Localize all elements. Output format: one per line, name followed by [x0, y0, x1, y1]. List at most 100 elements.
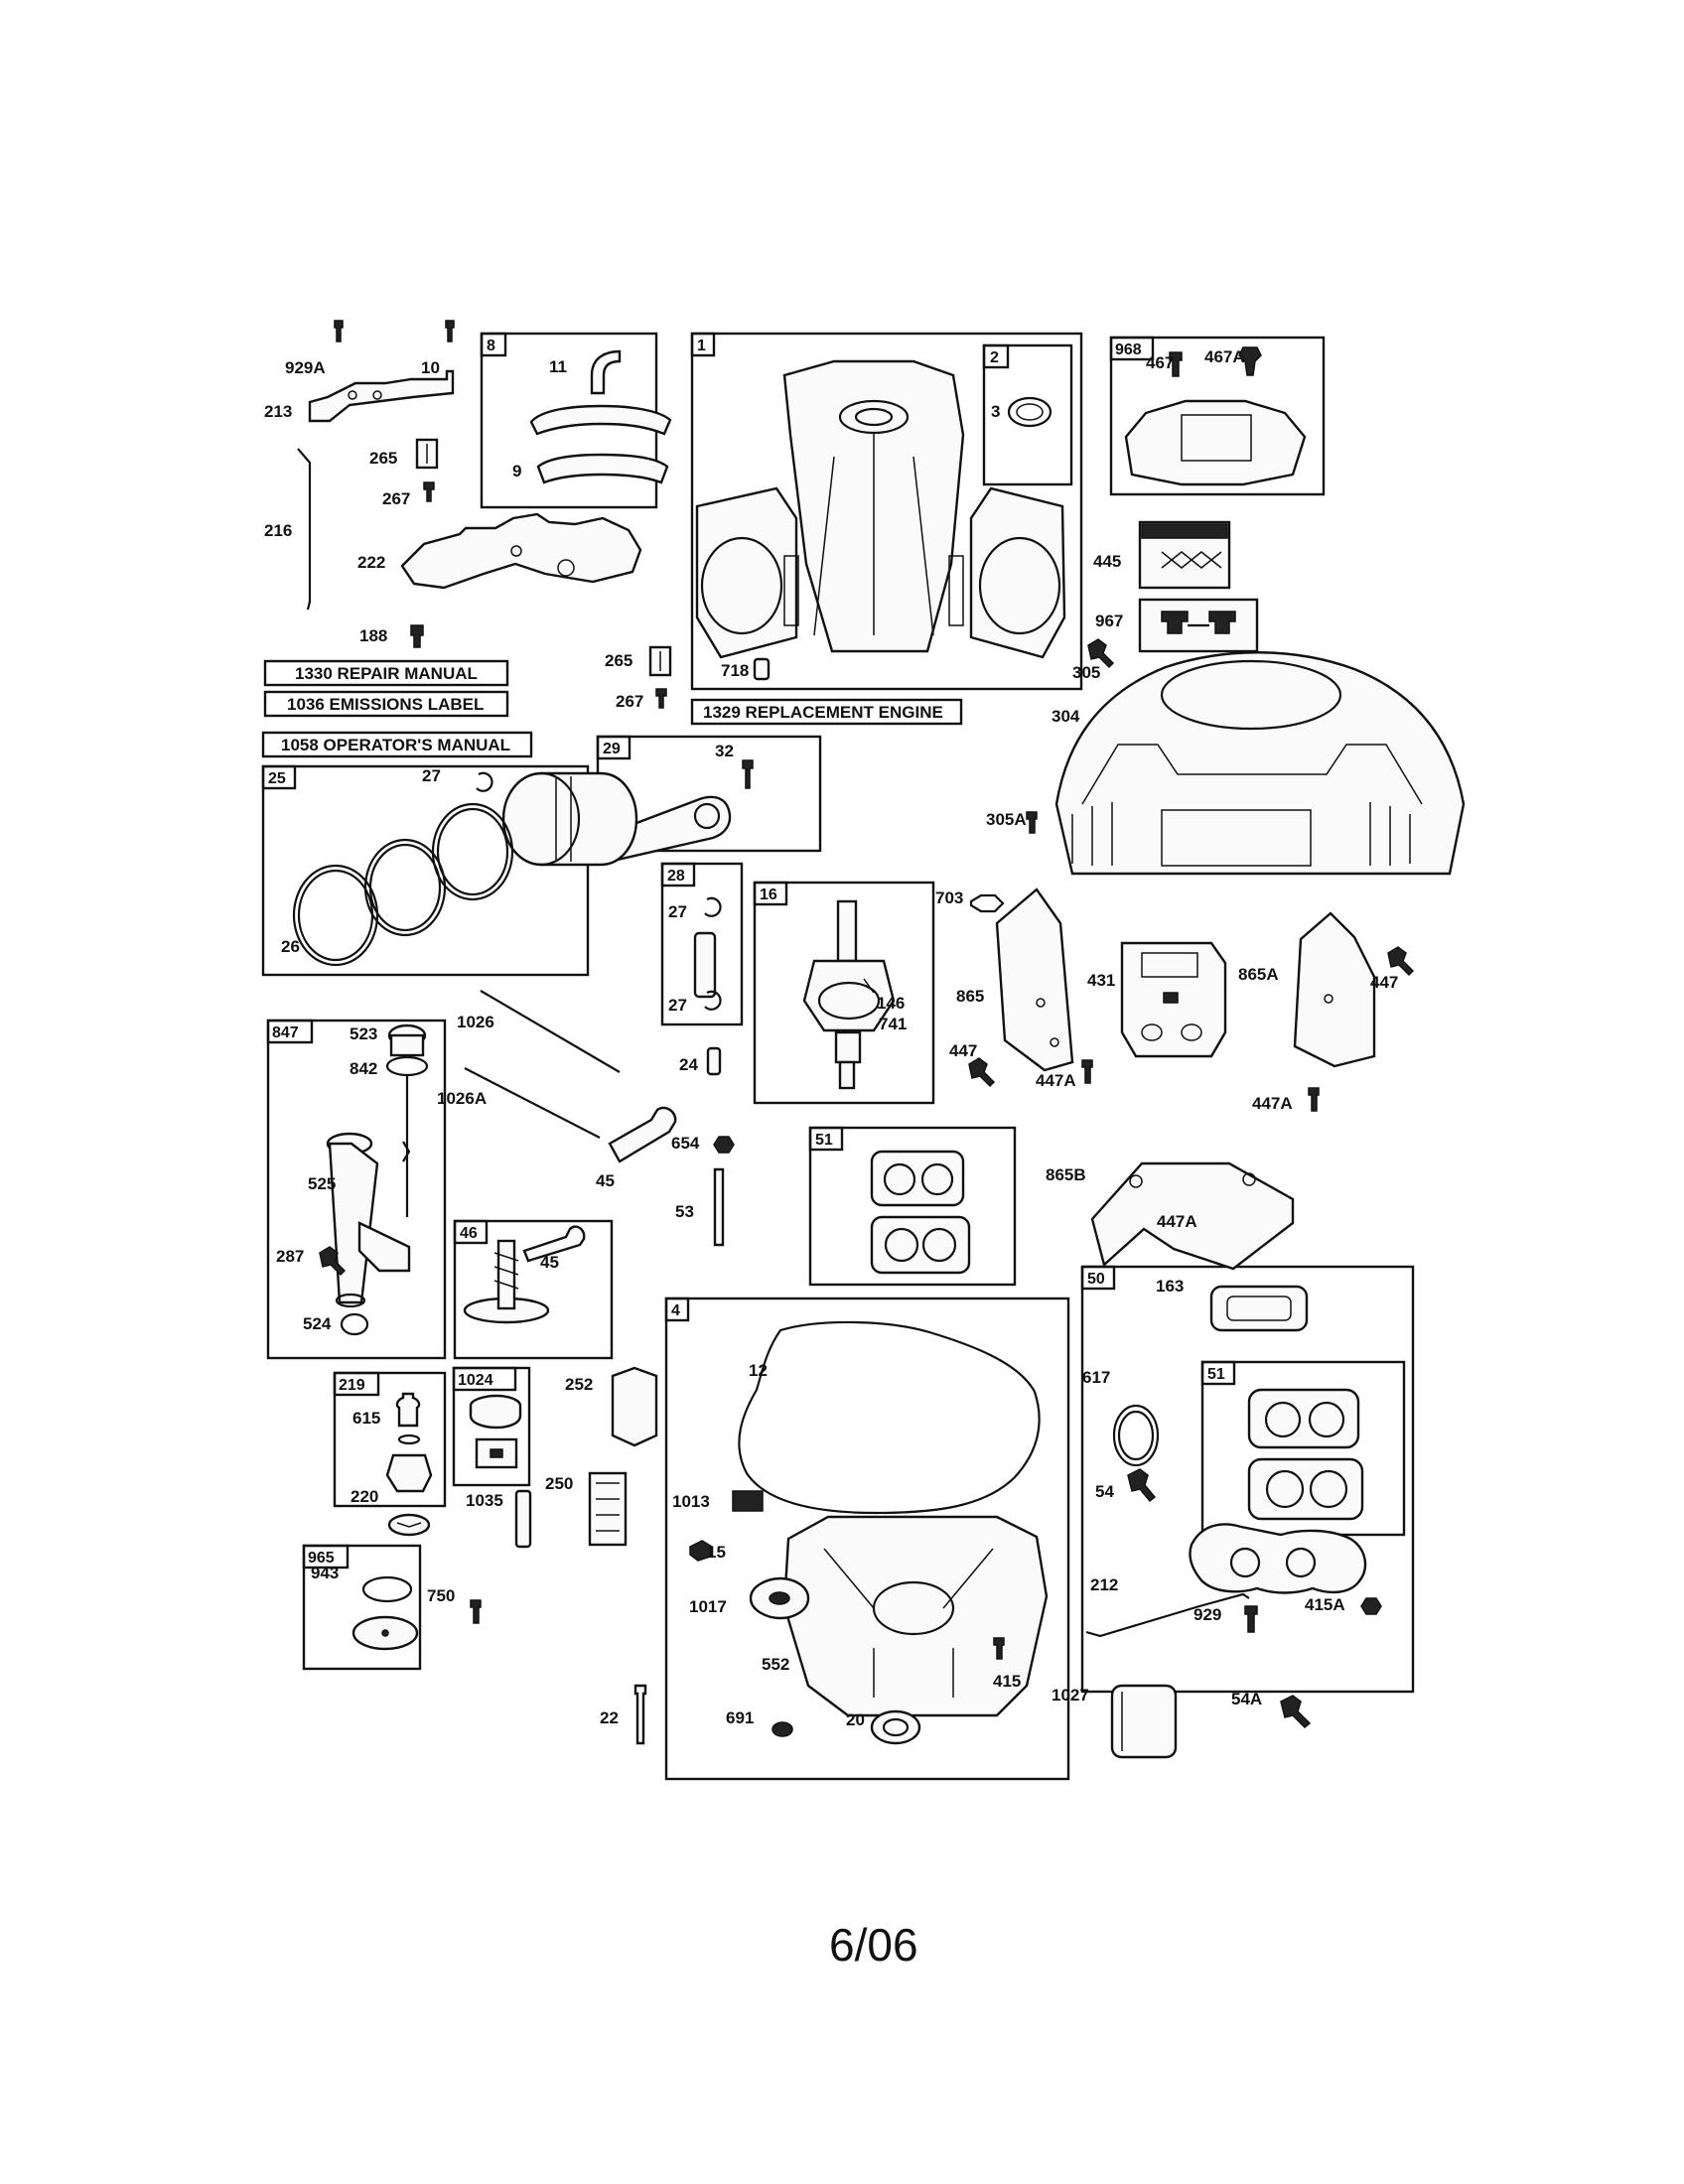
pushrod-1026-icon: [480, 990, 621, 1073]
screw-305A-icon: [1026, 811, 1038, 834]
screw-287-icon: [319, 1246, 347, 1277]
cup-1024-icon: [469, 1394, 522, 1430]
box-968-number: 968: [1115, 341, 1142, 358]
screw-929-icon: [1244, 1605, 1258, 1633]
elbow-11-icon: [590, 349, 622, 395]
screw-267b-icon: [655, 688, 667, 709]
nut-654-icon: [713, 1136, 735, 1154]
label-265b: 265: [605, 651, 632, 670]
label-3: 3: [991, 402, 1000, 421]
seal-524-icon: [340, 1312, 369, 1336]
box-965-number: 965: [308, 1550, 335, 1567]
label-750: 750: [427, 1586, 455, 1605]
operators-manual-note: 1058 OPERATOR'S MANUAL: [281, 736, 510, 754]
knob-467-icon: [1169, 351, 1183, 377]
label-654: 654: [671, 1134, 700, 1153]
label-1035: 1035: [466, 1491, 503, 1510]
label-865B: 865B: [1046, 1165, 1086, 1184]
engine-block-icon: [695, 359, 1066, 659]
screw-929A-icon: [334, 320, 344, 342]
label-54A: 54A: [1231, 1690, 1262, 1708]
screen-1013-icon: [732, 1490, 764, 1512]
label-24: 24: [679, 1055, 698, 1074]
oring-943-icon: [361, 1575, 413, 1603]
oring-842-icon: [385, 1055, 429, 1077]
label-32: 32: [715, 742, 734, 760]
screw-188-icon: [410, 624, 424, 648]
crankshaft-16-icon: [802, 899, 896, 1090]
label-45b: 45: [540, 1253, 559, 1272]
box-28-number: 28: [667, 868, 685, 885]
governor-gear-icon: [385, 1453, 433, 1493]
label-415A: 415A: [1305, 1595, 1345, 1614]
breather-lower-9-icon: [536, 453, 669, 484]
gasket-set-51a-icon: [870, 1150, 971, 1275]
screw-267a-icon: [423, 481, 435, 502]
label-15: 15: [707, 1543, 726, 1562]
knob-467A-icon: [1238, 346, 1262, 376]
label-26: 26: [281, 937, 300, 956]
label-267a: 267: [382, 489, 410, 508]
nut-415A-icon: [1360, 1597, 1382, 1615]
replacement-engine-note: 1329 REPLACEMENT ENGINE: [703, 703, 943, 722]
gasket-252-icon: [611, 1366, 658, 1447]
gasket-12-icon: [738, 1320, 1041, 1515]
label-220: 220: [351, 1487, 378, 1506]
screw-447Ab-icon: [1308, 1087, 1320, 1112]
box-219-number: 219: [339, 1377, 365, 1394]
box-8-number: 8: [487, 338, 495, 354]
label-865: 865: [956, 987, 984, 1006]
emissions-label-note: 1036 EMISSIONS LABEL: [287, 695, 484, 714]
label-447b: 447: [949, 1041, 977, 1060]
label-222: 222: [357, 553, 385, 572]
label-1017: 1017: [689, 1597, 727, 1616]
label-45a: 45: [596, 1171, 615, 1190]
label-305: 305: [1072, 663, 1100, 682]
label-1027: 1027: [1052, 1686, 1089, 1705]
box-46-number: 46: [460, 1225, 478, 1242]
label-523: 523: [350, 1024, 377, 1043]
part-labels: 929A 10 213 265 267 216 222 188 11 9 3 7…: [264, 347, 1398, 1729]
bolt-22-icon: [633, 1684, 647, 1745]
screw-447Aa-icon: [1081, 1059, 1093, 1084]
label-265a: 265: [369, 449, 397, 468]
note-boxes: 1330 REPAIR MANUAL 1036 EMISSIONS LABEL …: [261, 659, 963, 758]
label-929A: 929A: [285, 358, 326, 377]
seal-703-icon: [969, 893, 1005, 913]
label-12: 12: [749, 1361, 768, 1380]
box-25-number: 25: [268, 770, 286, 787]
box-numbers: 8 1 2 968 29 25 28 16 847 46 51 4 50 51 …: [268, 338, 1225, 1567]
gasket-set-51b-icon: [1247, 1388, 1364, 1521]
label-213: 213: [264, 402, 292, 421]
seal-3-icon: [1007, 396, 1052, 428]
clip-27a-icon: [476, 771, 493, 792]
dowel-24-icon: [706, 1046, 722, 1076]
gasket-163-icon: [1209, 1285, 1309, 1332]
screw-447b-icon: [968, 1057, 996, 1088]
label-445: 445: [1093, 552, 1121, 571]
ring-26-icon: [292, 864, 379, 967]
label-524: 524: [303, 1314, 332, 1333]
label-163: 163: [1156, 1277, 1184, 1296]
label-146: 146: [877, 994, 905, 1013]
link-212-icon: [1085, 1592, 1250, 1638]
label-865A: 865A: [1238, 965, 1279, 984]
stud-53-icon: [713, 1167, 725, 1247]
label-27b: 27: [668, 902, 687, 921]
label-267b: 267: [616, 692, 643, 711]
label-691: 691: [726, 1708, 754, 1727]
label-431: 431: [1087, 971, 1115, 990]
box-29-number: 29: [603, 741, 621, 757]
screw-10-icon: [445, 320, 455, 342]
valve-45b-icon: [522, 1225, 586, 1263]
piston-25-icon: [501, 771, 638, 867]
repair-manual-note: 1330 REPAIR MANUAL: [295, 664, 478, 683]
screw-54A-icon: [1280, 1695, 1312, 1729]
label-741: 741: [879, 1015, 907, 1033]
washer-220-icon: [387, 1513, 431, 1537]
screw-447a-icon: [1387, 946, 1415, 977]
wrist-pin-28-icon: [693, 931, 717, 999]
label-842: 842: [350, 1059, 377, 1078]
pin-219-icon: [395, 1392, 421, 1428]
box-1024-number: 1024: [458, 1372, 493, 1389]
